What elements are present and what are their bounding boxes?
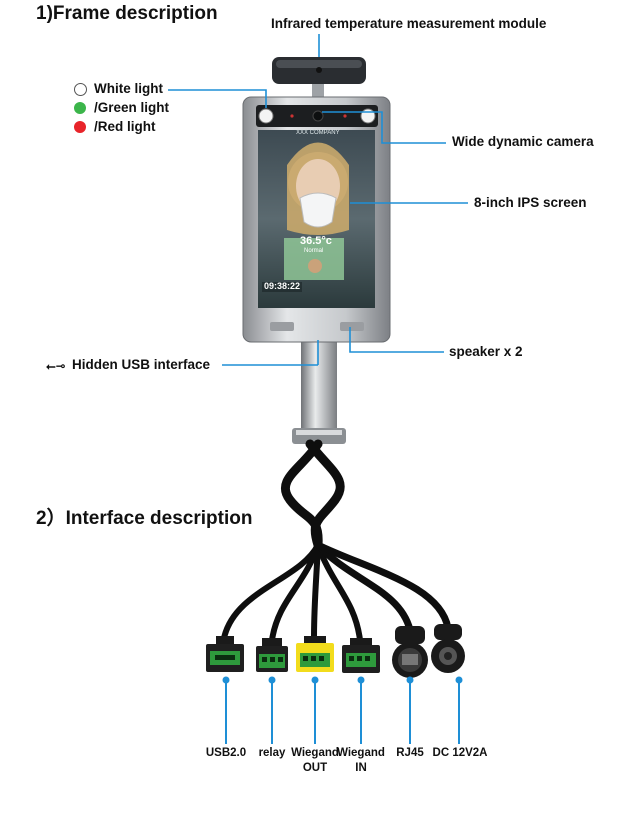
interface-description-heading: 2）Interface description xyxy=(36,508,253,529)
usb-icon: ⭠⊸ xyxy=(46,359,66,373)
port-label-relay: relay xyxy=(258,747,286,759)
screen-time: 09:38:22 xyxy=(264,281,301,291)
frame-description-heading: 1)Frame description xyxy=(36,3,218,24)
device-housing xyxy=(242,96,391,343)
mounting-pole xyxy=(292,336,346,444)
port-label-dc: DC 12V2A xyxy=(432,747,488,759)
red-light-label: /Red light xyxy=(94,119,156,134)
relay-connector xyxy=(256,638,288,672)
port-label-rj45: RJ45 xyxy=(396,747,424,759)
dc-connector xyxy=(431,624,465,673)
red-light-indicator xyxy=(74,121,86,133)
screen-label: 8-inch IPS screen xyxy=(474,195,587,210)
port-label-usb: USB2.0 xyxy=(205,747,247,759)
white-light-label: White light xyxy=(94,81,163,96)
cable-bundle xyxy=(221,439,452,643)
port-leader-lines xyxy=(225,680,460,744)
usb-connector xyxy=(206,636,244,672)
rj45-connector xyxy=(392,626,428,678)
infrared-module xyxy=(272,57,366,98)
green-light-indicator xyxy=(74,102,86,114)
green-light-label: /Green light xyxy=(94,100,170,115)
screen-company-name: XXX COMPANY xyxy=(296,130,340,136)
wiegand-out-connector xyxy=(296,636,334,672)
screen-temperature: 36.5°c xyxy=(300,235,332,247)
white-light-indicator xyxy=(74,83,87,96)
leader-lines xyxy=(168,34,468,366)
speaker-label: speaker x 2 xyxy=(449,344,523,359)
screen-temp-status: Normal xyxy=(304,248,324,254)
camera-label: Wide dynamic camera xyxy=(452,134,594,149)
wiegand-in-connector xyxy=(342,638,380,673)
infrared-module-label: Infrared temperature measurement module xyxy=(271,16,547,31)
hidden-usb-label: Hidden USB interface xyxy=(72,357,211,372)
